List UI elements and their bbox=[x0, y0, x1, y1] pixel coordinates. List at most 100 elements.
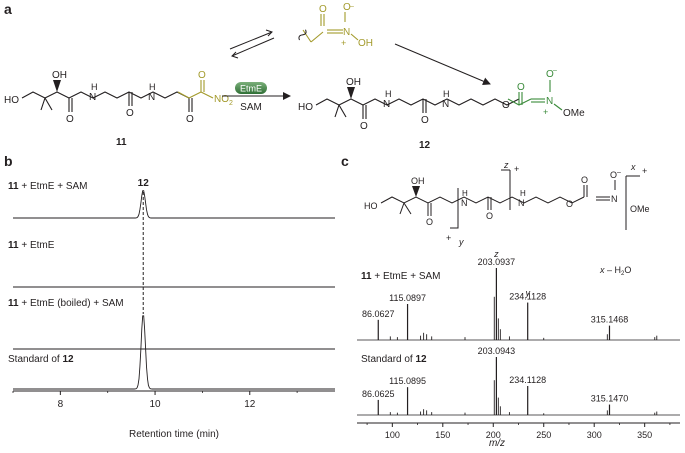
hplc-x-axis-label: Retention time (min) bbox=[129, 429, 219, 440]
atom-oh-tautomer: OH bbox=[358, 38, 373, 49]
ms-spectrum-label: 11 + EtmE + SAM bbox=[361, 271, 441, 282]
atom-n-11a: N bbox=[89, 92, 96, 103]
atom-o-minus-12: O bbox=[546, 69, 554, 80]
ms-x-tick-label: 150 bbox=[435, 430, 450, 440]
compound-label-12: 12 bbox=[419, 140, 431, 151]
frag-plus-y: + bbox=[446, 233, 451, 243]
atom-h-12a: H bbox=[385, 89, 392, 99]
charge-minus-tautomer: – bbox=[350, 3, 354, 10]
equilibrium-arrow-back bbox=[231, 37, 275, 57]
structure-compound-11 bbox=[21, 80, 193, 112]
structure-nitronate bbox=[302, 12, 359, 43]
frag-label-y: y bbox=[458, 237, 464, 247]
ms-frag-tag-y: y bbox=[524, 288, 530, 298]
atom-o-frag-d: O bbox=[581, 175, 588, 185]
charge-plus-tautomer: + bbox=[341, 38, 346, 48]
atom-h-frag-b: H bbox=[520, 189, 526, 198]
atom-oh-11: OH bbox=[52, 70, 67, 81]
ms-peak-label: 234.1128 bbox=[509, 292, 546, 302]
ms-peak-label: 203.0937 bbox=[478, 257, 516, 267]
panel-label-c: c bbox=[341, 153, 349, 169]
atom-n-12b: N bbox=[442, 99, 449, 110]
atom-n-frag: N bbox=[611, 194, 618, 204]
compound-label-11: 11 bbox=[116, 137, 127, 148]
frag-plus-z: + bbox=[514, 164, 519, 174]
ms-x-tick-label: 100 bbox=[385, 430, 400, 440]
ms-peak-label: 315.1468 bbox=[591, 315, 629, 325]
atom-no2: NO2 bbox=[214, 94, 233, 107]
atom-oh-12: OH bbox=[346, 77, 361, 88]
atom-ome-frag: OMe bbox=[630, 204, 650, 214]
equilibrium-arrowhead-forward bbox=[265, 29, 273, 37]
hplc-trace bbox=[13, 190, 335, 219]
atom-h-12b: H bbox=[443, 89, 450, 99]
ms-peak-label: 86.0627 bbox=[362, 309, 395, 319]
enzyme-pill bbox=[235, 82, 267, 94]
water-loss-label: x – H2O bbox=[599, 265, 631, 277]
hplc-trace bbox=[13, 315, 335, 390]
ms-frag-tag-z: z bbox=[493, 249, 499, 259]
hplc-chart: 11 + EtmE + SAM 11 + EtmE 11 + EtmE (boile… bbox=[8, 178, 335, 410]
hplc-x-tick-label: 8 bbox=[58, 399, 64, 410]
atom-ho-11: HO bbox=[4, 95, 19, 106]
atom-n-tautomer: N bbox=[343, 27, 350, 38]
charge-minus-frag: – bbox=[617, 169, 621, 176]
ms-x-axis-label: m/z bbox=[489, 438, 505, 449]
atom-o-minus: O bbox=[343, 2, 351, 13]
ms-x-tick-label: 250 bbox=[536, 430, 551, 440]
ms-x-tick-label: 350 bbox=[637, 430, 652, 440]
hplc-trace-label: 11 + EtmE (boiled) + SAM bbox=[8, 298, 124, 309]
peak-label: 12 bbox=[138, 178, 150, 189]
ms-spectrum-label: Standard of 12 bbox=[361, 354, 427, 365]
frag-label-x: x bbox=[630, 162, 636, 172]
atom-o-12c: O bbox=[502, 100, 510, 111]
atom-n-frag-a: N bbox=[461, 198, 468, 208]
ms-chart: 86.0627 115.0897 203.0937 234.1128 315.1468 1… bbox=[357, 249, 680, 440]
wavy-bond bbox=[298, 29, 307, 41]
enzyme-label: EtmE bbox=[240, 84, 262, 94]
atom-ho-frag: HO bbox=[364, 201, 378, 211]
atom-o-frag-b: O bbox=[486, 211, 493, 221]
atom-o-11b: O bbox=[126, 108, 134, 119]
atom-n-12a: N bbox=[383, 99, 390, 110]
frag-label-z: z bbox=[503, 160, 509, 170]
arrow-to-12 bbox=[394, 43, 491, 85]
charge-plus-12: + bbox=[543, 107, 548, 117]
ms-peak-label: 234.1128 bbox=[509, 375, 546, 385]
atom-o-11d: O bbox=[198, 70, 206, 81]
atom-o-11c: O bbox=[186, 114, 194, 125]
cofactor-label: SAM bbox=[240, 102, 262, 113]
panel-label-a: a bbox=[4, 1, 12, 17]
atom-h-11a: H bbox=[91, 82, 98, 92]
frag-plus-x: + bbox=[642, 166, 647, 176]
atom-o-12d: O bbox=[517, 82, 525, 93]
hplc-trace-label: Standard of 12 bbox=[8, 354, 74, 365]
atom-h-frag-a: H bbox=[462, 189, 468, 198]
structure-fragment-12 bbox=[380, 169, 640, 230]
equilibrium-arrow-forward bbox=[229, 31, 273, 50]
atom-o-frag-c: O bbox=[566, 199, 573, 209]
hplc-trace-label: 11 + EtmE bbox=[8, 240, 55, 251]
hplc-trace-label: 11 + EtmE + SAM bbox=[8, 181, 88, 192]
ms-x-tick-label: 200 bbox=[486, 430, 501, 440]
panel-label-b: b bbox=[4, 153, 13, 169]
atom-o-frag-a: O bbox=[426, 217, 433, 227]
ms-peak-label: 86.0625 bbox=[362, 389, 395, 399]
atom-o-12b: O bbox=[421, 115, 429, 126]
equilibrium-arrowhead-back bbox=[231, 51, 239, 59]
structure-compound-12 bbox=[315, 87, 520, 119]
atom-h-11b: H bbox=[149, 82, 156, 92]
ms-peak-label: 115.0897 bbox=[389, 293, 426, 303]
atom-o-minus-frag: O bbox=[610, 170, 617, 180]
ms-x-tick-label: 300 bbox=[587, 430, 602, 440]
atom-o-12a: O bbox=[360, 121, 368, 132]
atom-n-11b: N bbox=[148, 92, 155, 103]
atom-n-frag-b: N bbox=[518, 198, 525, 208]
hplc-x-tick-label: 12 bbox=[244, 399, 256, 410]
atom-oh-frag: OH bbox=[411, 176, 425, 186]
hplc-x-tick-label: 10 bbox=[149, 399, 161, 410]
charge-minus-12: – bbox=[553, 67, 557, 74]
atom-ome-12: OMe bbox=[563, 108, 585, 119]
ms-peak-label: 203.0943 bbox=[478, 346, 516, 356]
